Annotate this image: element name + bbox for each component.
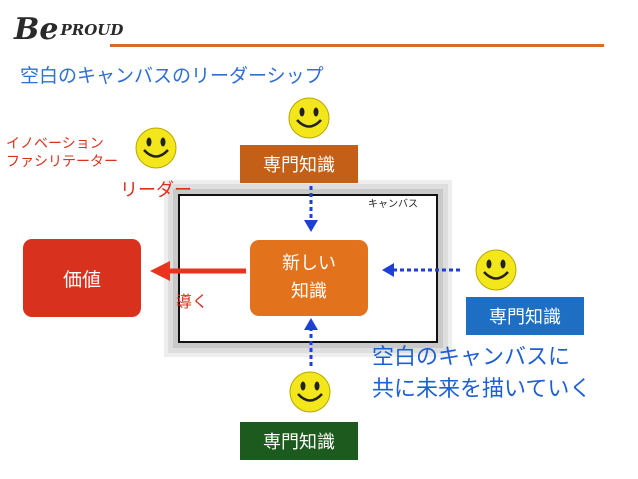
value-label: 価値 bbox=[62, 268, 101, 291]
value-box: 価値 bbox=[23, 239, 141, 317]
new-knowledge-line1: 新しい bbox=[282, 253, 336, 274]
smiley-icon bbox=[475, 249, 517, 291]
slide-title: 空白のキャンバスのリーダーシップ bbox=[20, 65, 324, 87]
guide-label: 導く bbox=[176, 292, 209, 311]
expertise-box-top: 専門知識 bbox=[240, 145, 358, 183]
expertise-box-bottom: 専門知識 bbox=[240, 422, 358, 460]
message-line2: 共に未来を描いていく bbox=[372, 377, 592, 402]
dotted-arrow-bottom-head bbox=[304, 318, 318, 330]
new-knowledge-box: 新しい 知識 bbox=[250, 240, 368, 316]
facilitator-line1: イノベーション bbox=[6, 136, 104, 152]
leader-label: リーダー bbox=[120, 180, 192, 201]
smiley-icon bbox=[288, 97, 330, 139]
closing-message: 空白のキャンバスに 共に未来を描いていく bbox=[372, 342, 591, 406]
facilitator-line2: ファシリテーター bbox=[6, 154, 118, 170]
smiley-icon bbox=[135, 127, 177, 169]
expertise-box-right: 専門知識 bbox=[466, 297, 584, 335]
expertise-label-top: 専門知識 bbox=[263, 155, 335, 176]
logo-text: PROUD bbox=[60, 21, 124, 39]
logo-letter: Be bbox=[14, 12, 59, 47]
guide-arrow-head bbox=[150, 261, 170, 281]
dotted-arrow-top-head bbox=[304, 220, 318, 232]
dotted-arrow-right-head bbox=[382, 263, 394, 277]
new-knowledge-line2: 知識 bbox=[291, 281, 327, 302]
expertise-label-right: 専門知識 bbox=[489, 307, 561, 328]
facilitator-label: イノベーション ファシリテーター bbox=[6, 135, 118, 171]
expertise-label-bottom: 専門知識 bbox=[263, 432, 335, 453]
canvas-label: キャンバス bbox=[368, 199, 418, 210]
header-divider bbox=[110, 44, 604, 47]
message-line1: 空白のキャンバスに bbox=[372, 345, 571, 370]
smiley-icon bbox=[289, 371, 331, 413]
